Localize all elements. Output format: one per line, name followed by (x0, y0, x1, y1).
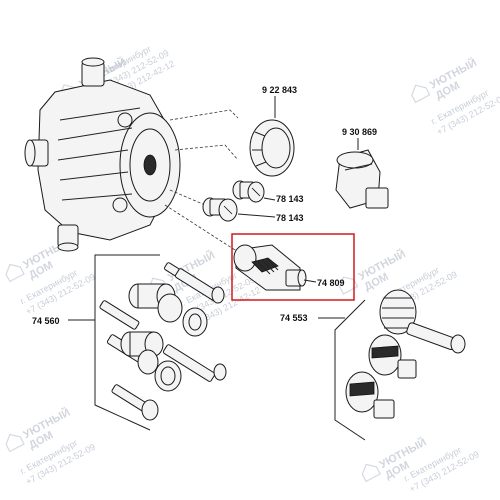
callout-74-560: 74 560 (32, 316, 60, 326)
bracket-74-553 (334, 299, 366, 441)
watermark-top-right: УЮТНЫЙ ДОМ г. Екатеринбург +7 (343) 212-… (411, 56, 500, 137)
leader-74-809 (303, 279, 317, 283)
leader-dashed-2 (174, 144, 239, 161)
callout-9-22-843: 9 22 843 (262, 85, 297, 95)
watermark-bottom-left: УЮТНЫЙ ДОМ г. Екатеринбург +7 (343) 212-… (5, 406, 97, 487)
callout-9-30-869: 9 30 869 (342, 127, 377, 137)
leader-dashed-1 (169, 109, 239, 121)
extension-set-parts (99, 262, 227, 421)
cartridge-extension-middle (368, 334, 417, 379)
plug-part-lower (202, 197, 238, 222)
ring-nut-part (249, 119, 295, 177)
watermark-mid-left: УЮТНЫЙ ДОМ г. Екатеринбург +7 (343) 212-… (5, 236, 97, 317)
callout-74-553: 74 553 (280, 313, 308, 323)
callout-74-809: 74 809 (317, 278, 345, 288)
leader-78-143-upper (263, 197, 276, 201)
cartridge-part-74-809 (233, 244, 307, 291)
watermark-bottom-right: УЮТНЫЙ ДОМ г. Екатеринбург +7 (343) 212-… (361, 436, 481, 494)
highlight-box-74-809 (231, 233, 355, 301)
valve-body-housing (24, 57, 181, 252)
bracket-74-560 (94, 254, 160, 431)
plug-part-upper (232, 180, 265, 203)
cartridge-extension-upper (379, 289, 466, 354)
leader-78-143-lower (237, 213, 276, 218)
callout-78-143-lower: 78 143 (276, 213, 304, 223)
callout-78-143-upper: 78 143 (276, 194, 304, 204)
cartridge-extension-lower (345, 371, 395, 419)
leader-dashed-4 (164, 204, 236, 251)
adapter-part (335, 149, 389, 209)
leader-dashed-3 (169, 189, 206, 206)
